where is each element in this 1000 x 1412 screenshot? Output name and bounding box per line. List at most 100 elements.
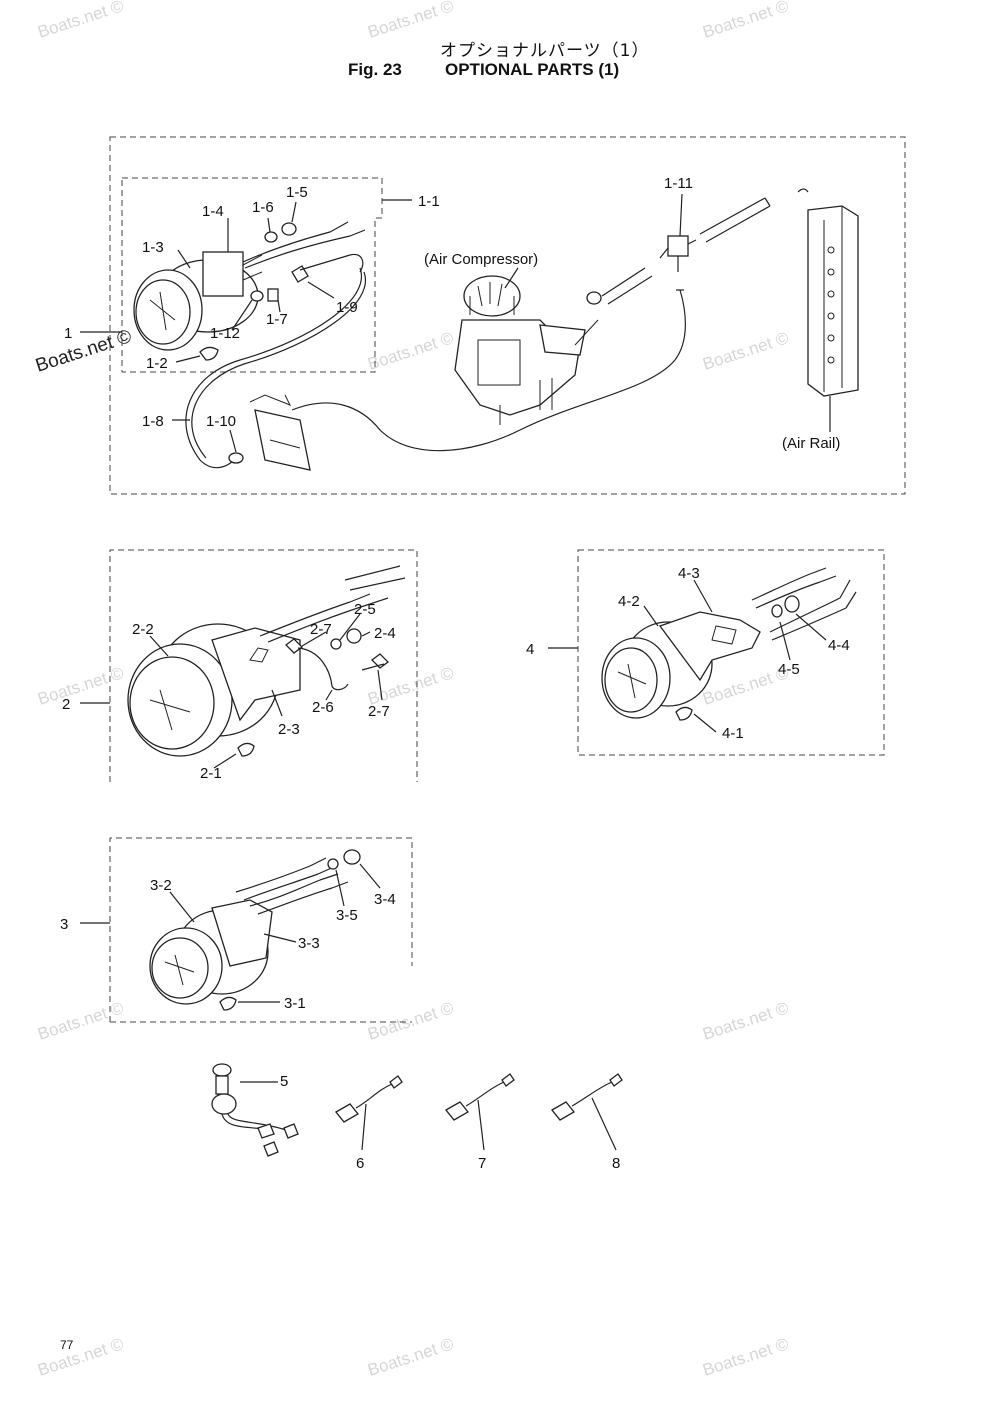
callout-3-1: 3-1: [284, 995, 306, 1012]
clip-2-7: [285, 638, 303, 654]
washer-3-5: [327, 858, 339, 870]
watermark: Boats.net ©: [700, 0, 791, 42]
watermark: Boats.net ©: [365, 1334, 456, 1380]
callout-1-6: 1-6: [252, 199, 274, 216]
gauge-2-2: [127, 623, 301, 757]
callout-4-5: 4-5: [778, 661, 800, 678]
callout-3-4: 3-4: [374, 891, 396, 908]
callout-1-1: 1-1: [418, 193, 440, 210]
callout-2-7b: 2-7: [368, 703, 390, 720]
bulb-3-1: [219, 996, 237, 1011]
item-7-sender-wire: [445, 1073, 515, 1151]
nut-1-5: [281, 222, 297, 236]
watermark: Boats.net ©: [700, 1334, 791, 1380]
group-2-frame: [109, 549, 418, 782]
watermark: Boats.net ©: [365, 0, 456, 42]
callout-4-2: 4-2: [618, 593, 640, 610]
page-number: 77: [60, 1338, 74, 1352]
group-4-gauge-kit: 4 4-1 4-2 4-3 4-4 4-5: [526, 549, 885, 756]
hose-to-rail: [699, 197, 771, 243]
callout-3-5: 3-5: [336, 907, 358, 924]
callout-2-1: 2-1: [200, 765, 222, 782]
group-3-frame: [109, 837, 413, 1022]
callout-2-7a: 2-7: [310, 621, 332, 638]
callout-1-4: 1-4: [202, 203, 224, 220]
watermark: Boats.net ©: [35, 0, 126, 42]
callout-1-9: 1-9: [336, 299, 358, 316]
watermark: Boats.net ©: [35, 998, 126, 1044]
group-4-leaders: [548, 579, 827, 733]
tube-2-6: [297, 647, 349, 691]
callout-1-8: 1-8: [142, 413, 164, 430]
callout-6: 6: [356, 1155, 364, 1172]
clamp: [586, 291, 602, 305]
gauge-2-wires: [259, 601, 371, 643]
washer-2-5: [330, 638, 342, 650]
item-8-sender-wire: [551, 1073, 623, 1151]
group-2-gauge-kit: 2 2-1 2-2 2-3 2-4 2-5 2-6 2-7 2-7: [62, 549, 418, 782]
nut-4-4: [784, 595, 800, 613]
item-6-sender-wire: [335, 1075, 403, 1151]
group-4-frame: [577, 549, 885, 756]
group-2-leaders: [80, 613, 383, 769]
watermark: Boats.net ©: [365, 998, 456, 1044]
callout-2-5: 2-5: [354, 601, 376, 618]
callout-3-2: 3-2: [150, 877, 172, 894]
bracket-1-10: [249, 394, 311, 471]
callout-1-11: 1-11: [664, 175, 693, 192]
callout-4-3: 4-3: [678, 565, 700, 582]
watermark: Boats.net ©: [700, 998, 791, 1044]
callout-5: 5: [280, 1073, 288, 1090]
callout-1-12: 1-12: [210, 325, 240, 342]
gauge-1-3: [133, 251, 263, 351]
callout-2-2: 2-2: [132, 621, 154, 638]
bulb-2-1: [237, 742, 255, 757]
callout-1-3: 1-3: [142, 239, 164, 256]
nut-2-4: [346, 628, 362, 644]
callout-1-5: 1-5: [286, 184, 308, 201]
clip-2-7b: [371, 653, 389, 669]
watermark: Boats.net ©: [700, 328, 791, 374]
callout-2-4: 2-4: [374, 625, 396, 642]
watermark: Boats.net ©: [35, 1334, 126, 1380]
item-5-switch: [211, 1063, 299, 1157]
callout-2-3: 2-3: [278, 721, 300, 738]
callout-1: 1: [64, 325, 72, 342]
group-1-air-compressor-kit: 1 1-1 1-2 1-3 1-4 1-5 1-6 1-7 1-8 1-9 1-…: [64, 136, 906, 495]
callout-4-4: 4-4: [828, 637, 850, 654]
figure-title: OPTIONAL PARTS (1): [445, 60, 620, 79]
callout-8: 8: [612, 1155, 620, 1172]
washer-1-6: [264, 231, 278, 243]
callout-2: 2: [62, 696, 70, 713]
nut-3-4: [343, 849, 361, 865]
connector-1-11: [659, 235, 697, 272]
watermark: Boats.net ©: [365, 663, 456, 709]
air-rail: [807, 205, 859, 397]
callout-1-7: 1-7: [266, 311, 288, 328]
bulb-1-2: [199, 346, 219, 361]
callout-4: 4: [526, 641, 534, 658]
gauge-4-wires: [751, 573, 847, 641]
clip-1-9: [291, 265, 309, 283]
tube-1-8: [185, 267, 363, 469]
gauge-4-2: [601, 611, 761, 719]
callout-1-2: 1-2: [146, 355, 168, 372]
watermark: Boats.net ©: [365, 328, 456, 374]
gauge-3-wires: [235, 865, 333, 915]
group-1-1-subframe: [121, 177, 383, 373]
group-3-leaders: [80, 863, 381, 1003]
joint-1-10: [228, 452, 244, 464]
callout-1-10: 1-10: [206, 413, 236, 430]
callout-3-3: 3-3: [298, 935, 320, 952]
gauge-3-2: [149, 899, 273, 1005]
caption-air-compressor: (Air Compressor): [424, 251, 538, 268]
caption-air-rail: (Air Rail): [782, 435, 840, 452]
air-compressor: [454, 275, 599, 425]
air-tube: [291, 289, 686, 452]
washer-1-12: [250, 290, 264, 302]
callout-3: 3: [60, 916, 68, 933]
hose-segment: [601, 267, 653, 305]
figure-number: Fig. 23: [348, 60, 402, 79]
hose-1-9: [299, 253, 364, 273]
